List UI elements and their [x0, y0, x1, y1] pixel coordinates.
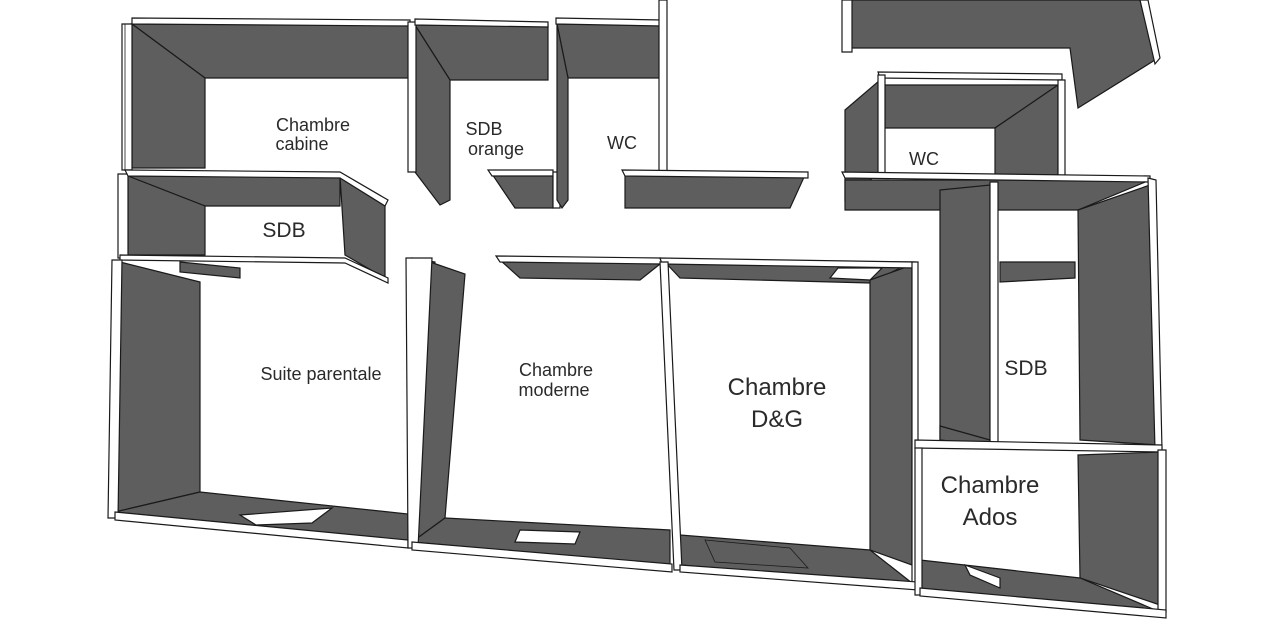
label-chambre-cabine-line2: cabine [275, 134, 328, 154]
label-wc-right: WC [909, 149, 939, 169]
room-chambre-dg-walls [659, 257, 919, 591]
room-suite-parentale-walls [107, 257, 436, 549]
room-chambre-moderne-walls [405, 255, 673, 573]
room-top-right-walls [841, 0, 1161, 110]
label-sdb-right: SDB [1004, 357, 1047, 380]
label-chambre-ados-line2: Ados [963, 504, 1018, 531]
label-chambre-ados-line1: Chambre [941, 472, 1040, 499]
room-chambre-cabine-walls [121, 17, 411, 171]
room-sdb-left-walls [117, 169, 389, 284]
label-chambre-moderne-line1: Chambre [519, 360, 593, 380]
room-sdb-right-walls [914, 177, 1163, 453]
room-chambre-ados-walls [914, 447, 1167, 619]
label-suite-parentale: Suite parentale [260, 364, 381, 384]
label-chambre-dg-line1: Chambre [728, 374, 827, 401]
label-chambre-dg-line2: D&G [751, 406, 803, 433]
room-wc-left-walls [555, 0, 809, 210]
label-sdb-orange-line1: SDB [465, 119, 502, 139]
label-chambre-cabine-line1: Chambre [276, 115, 350, 135]
label-chambre-moderne-line2: moderne [518, 380, 589, 400]
label-sdb-left: SDB [262, 219, 305, 242]
label-sdb-orange-line2: orange [468, 139, 524, 159]
room-sdb-orange-walls [407, 18, 561, 209]
label-wc-left: WC [607, 133, 637, 153]
